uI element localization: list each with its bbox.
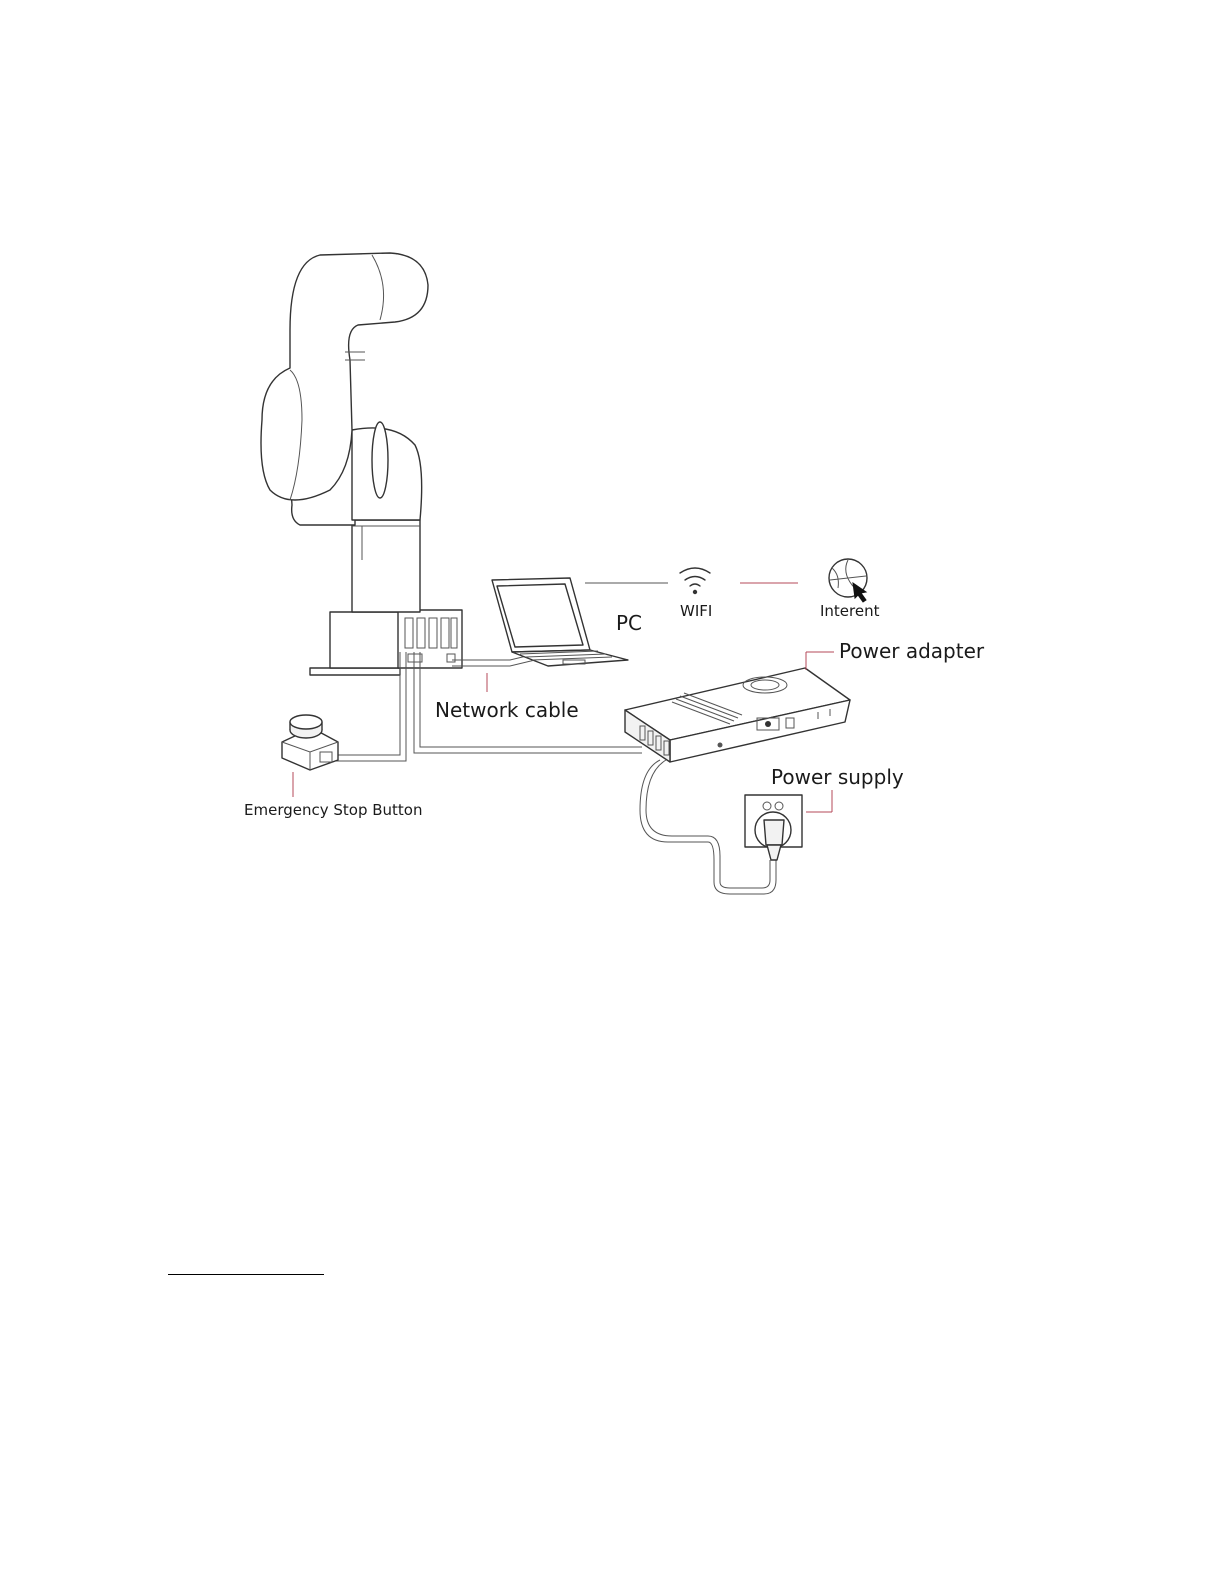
globe-cursor-icon: [829, 559, 867, 602]
label-power-supply: Power supply: [771, 765, 904, 789]
power-adapter-icon: [625, 668, 850, 762]
label-emergency-stop: Emergency Stop Button: [244, 801, 422, 819]
label-internet: Interent: [820, 602, 880, 620]
label-pc: PC: [616, 611, 642, 635]
emergency-stop-icon: [282, 715, 338, 770]
label-network-cable: Network cable: [435, 698, 579, 722]
wifi-icon: [680, 568, 710, 594]
label-power-adapter: Power adapter: [839, 639, 985, 663]
plug-icon: [764, 820, 784, 860]
label-wifi: WIFI: [680, 602, 712, 620]
laptop-icon: [492, 578, 628, 666]
robot-arm-icon: [261, 253, 462, 675]
footnote-separator: [168, 1274, 324, 1275]
